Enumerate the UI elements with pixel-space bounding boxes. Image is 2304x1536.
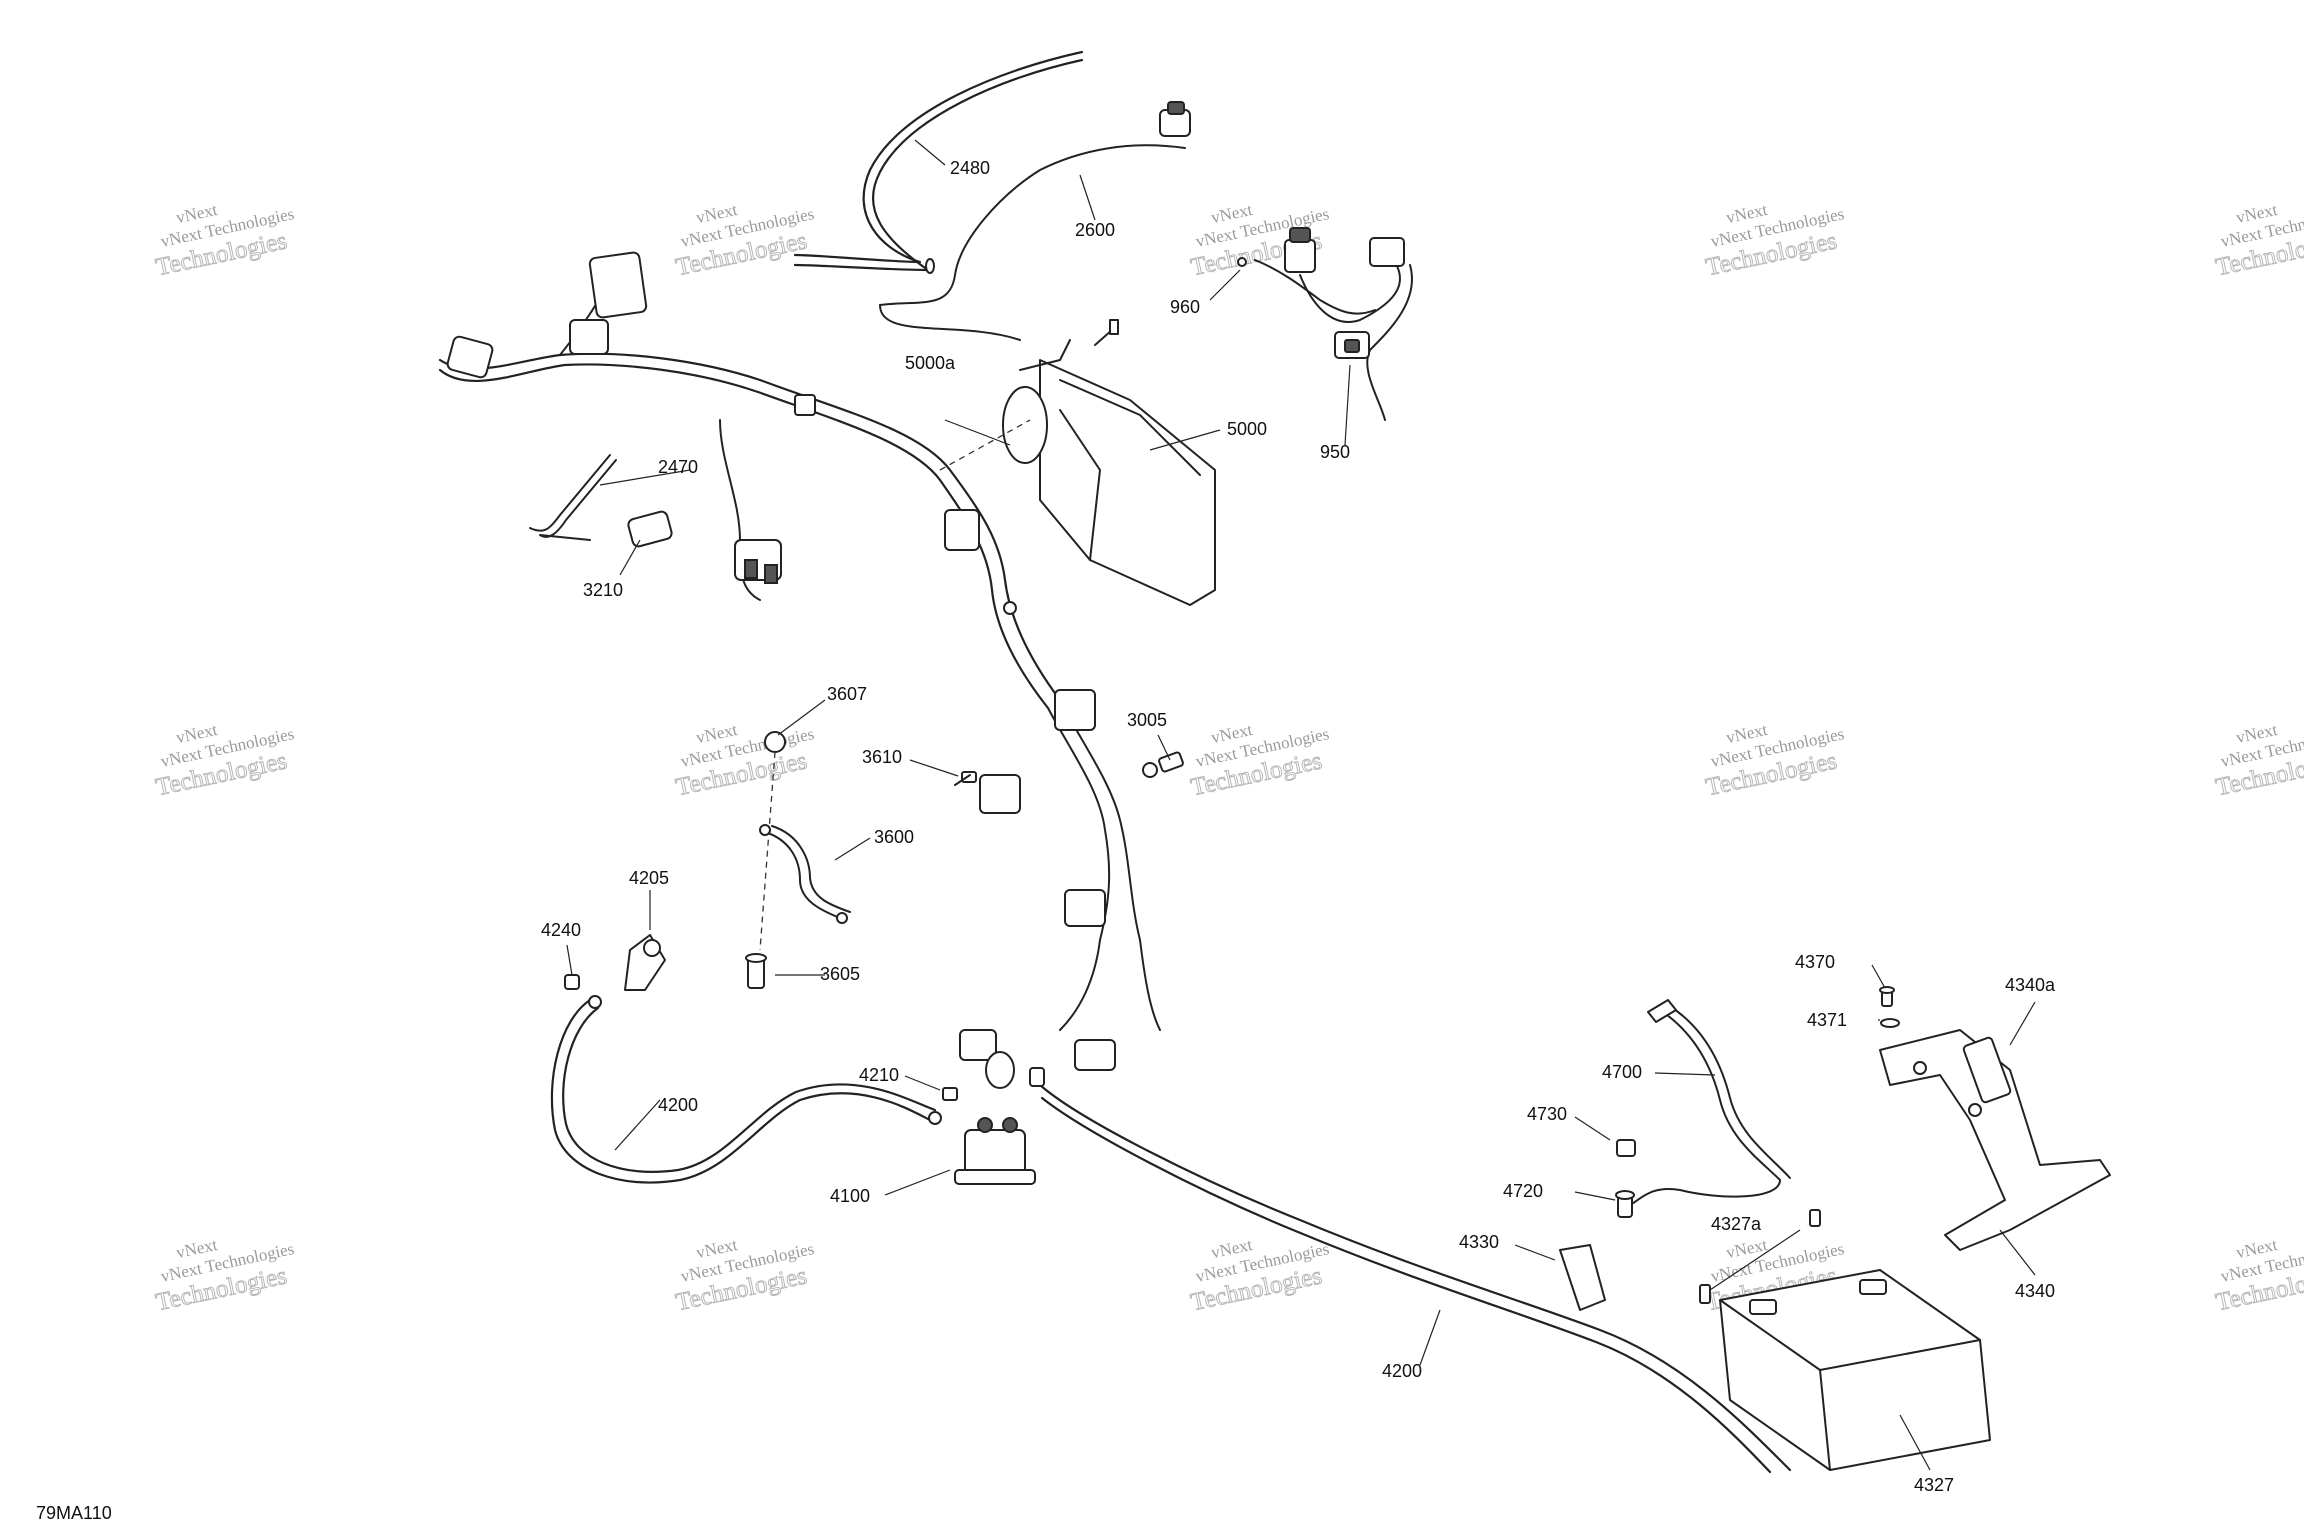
bolt-3005-drawing [1142, 751, 1184, 778]
part-label-4200-lower: 4200 [1382, 1361, 1422, 1381]
part-label-4700: 4700 [1602, 1062, 1642, 1082]
watermark: vNext vNext Technologies Technologies [153, 1235, 296, 1317]
watermark: vNext vNext Technologies Technologies [673, 1235, 816, 1317]
watermark: vNext vNext Technologies Technologies [1188, 1235, 1331, 1317]
part-label-4730: 4730 [1527, 1104, 1567, 1124]
cap-4330-drawing [1559, 1244, 1606, 1311]
bolt-3610-drawing [954, 771, 977, 786]
part-label-4327a: 4327a [1711, 1214, 1762, 1234]
part-label-4200: 4200 [658, 1095, 698, 1115]
part-label-950: 950 [1320, 442, 1350, 462]
watermark: vNext vNext Technologies Technologies [153, 720, 296, 802]
pipe-2470-drawing [529, 454, 673, 548]
battery-4327-drawing [1719, 1269, 1991, 1471]
part-label-4340: 4340 [2015, 1281, 2055, 1301]
part-label-4370: 4370 [1795, 952, 1835, 972]
cable-4700-drawing [1629, 999, 1791, 1206]
part-label-4340a: 4340a [2005, 975, 2056, 995]
ground-cable-3600-drawing [745, 731, 851, 989]
part-label-5000a: 5000a [905, 353, 956, 373]
sensor-cable-2600-drawing [879, 101, 1191, 341]
hose-2480-drawing [793, 50, 1084, 274]
part-label-3607: 3607 [827, 684, 867, 704]
watermark: vNext vNext Technologies Technologies [1703, 720, 1846, 802]
sensor-harness-960-950-drawing [1237, 227, 1413, 421]
cable-4200-long-drawing [985, 1051, 1792, 1474]
watermark: vNext vNext Technologies Technologies [1188, 720, 1331, 802]
watermark: vNext vNext Technologies Technologies [673, 720, 816, 802]
watermark: vNext vNext Technologies Technologies [2213, 200, 2304, 282]
diagram-code: 79MA110 [36, 1503, 112, 1523]
part-label-2480: 2480 [950, 158, 990, 178]
part-label-3600: 3600 [874, 827, 914, 847]
part-label-2470: 2470 [658, 457, 698, 477]
washer-4371-drawing [1880, 1018, 1900, 1028]
watermark: vNext vNext Technologies Technologies [1703, 200, 1846, 282]
bolt-4720-drawing [1615, 1190, 1635, 1218]
controller-5000-drawing [939, 319, 1216, 606]
boot-4205-drawing [624, 934, 666, 991]
watermark: vNext vNext Technologies Technologies [2213, 1235, 2304, 1317]
bolt-4370-drawing [1879, 986, 1895, 1007]
part-label-3005: 3005 [1127, 710, 1167, 730]
part-label-960: 960 [1170, 297, 1200, 317]
watermark: vNext vNext Technologies Technologies [153, 200, 296, 282]
part-label-3610: 3610 [862, 747, 902, 767]
part-label-4720: 4720 [1503, 1181, 1543, 1201]
nut-4730-drawing [1616, 1139, 1636, 1157]
cable-4200-left-drawing [550, 995, 942, 1184]
part-label-3605: 3605 [820, 964, 860, 984]
part-label-2600: 2600 [1075, 220, 1115, 240]
part-label-4371: 4371 [1807, 1010, 1847, 1030]
part-label-5000: 5000 [1227, 419, 1267, 439]
part-label-3210: 3210 [583, 580, 623, 600]
relay-4100-drawing [954, 1117, 1036, 1185]
part-label-4327: 4327 [1914, 1475, 1954, 1495]
part-label-4100: 4100 [830, 1186, 870, 1206]
main-harness-drawing [438, 251, 1161, 1071]
part-labels: 2480 2600 960 950 5000a 5000 2470 3210 3… [541, 158, 2056, 1495]
bracket-4340-drawing [1879, 1029, 2111, 1251]
part-label-4210: 4210 [859, 1065, 899, 1085]
nut-4240-drawing [564, 974, 580, 990]
bolts-4327a-drawing [1699, 1209, 1821, 1304]
part-drawings [438, 50, 2111, 1474]
watermark: vNext vNext Technologies Technologies [673, 200, 816, 282]
part-label-4330: 4330 [1459, 1232, 1499, 1252]
part-label-4205: 4205 [629, 868, 669, 888]
nut-4210-drawing [942, 1087, 958, 1101]
part-label-4240: 4240 [541, 920, 581, 940]
callout-lines [566, 139, 2036, 1471]
watermark: vNext vNext Technologies Technologies [2213, 720, 2304, 802]
